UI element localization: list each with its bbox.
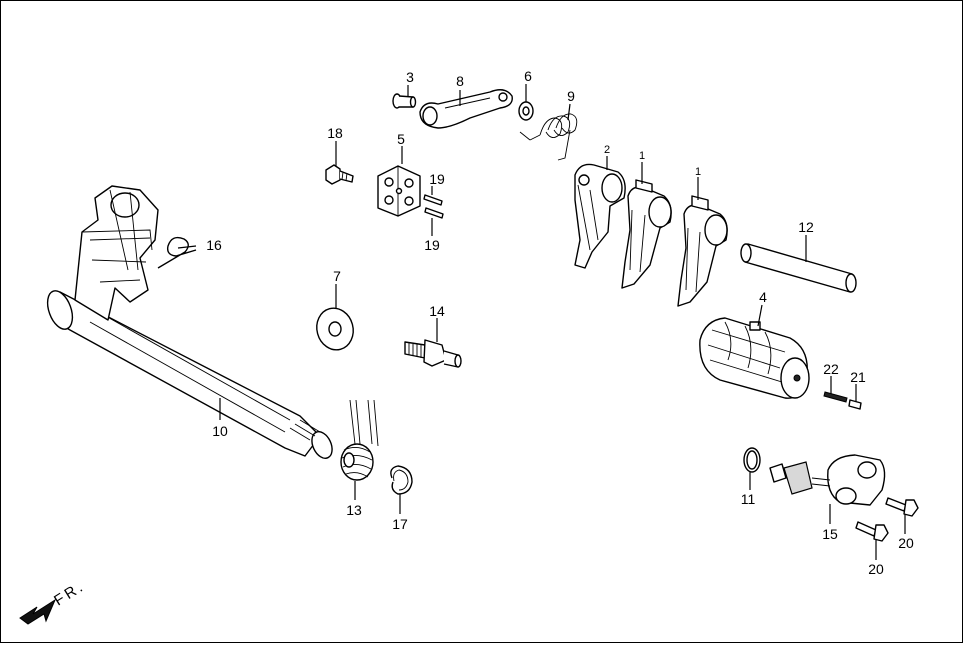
front-arrow-icon bbox=[19, 598, 57, 625]
stud-bolt-part bbox=[404, 339, 462, 368]
pins-part bbox=[423, 194, 444, 219]
callout-18: 18 bbox=[327, 125, 343, 141]
callout-20a: 20 bbox=[898, 535, 914, 551]
small-pin-part bbox=[848, 399, 862, 410]
circlip-part bbox=[390, 465, 413, 495]
front-direction-indicator: FR. bbox=[19, 577, 88, 625]
shift-fork-2-part bbox=[574, 163, 626, 269]
callout-7: 7 bbox=[333, 268, 341, 284]
callout-3: 3 bbox=[406, 69, 414, 85]
spring-clip-part bbox=[157, 236, 197, 269]
callout-8: 8 bbox=[456, 73, 464, 89]
callout-15: 15 bbox=[822, 526, 838, 542]
washer-small-part bbox=[518, 101, 534, 121]
return-spring-part bbox=[340, 399, 379, 481]
callout-22: 22 bbox=[823, 361, 839, 377]
shift-drum-part bbox=[699, 317, 810, 399]
callout-16: 16 bbox=[206, 237, 222, 253]
shift-fork-1a-part bbox=[621, 179, 672, 289]
callout-labels: 3 8 6 9 18 5 19 19 16 7 14 10 13 17 2 1 … bbox=[206, 68, 914, 577]
callout-20b: 20 bbox=[868, 561, 884, 577]
washer-large-part bbox=[316, 307, 354, 351]
callout-6: 6 bbox=[524, 68, 532, 84]
callout-19b: 19 bbox=[424, 237, 440, 253]
torsion-spring-part bbox=[519, 113, 578, 161]
callout-17: 17 bbox=[392, 516, 408, 532]
plate-part bbox=[377, 165, 421, 217]
switch-sensor-part bbox=[769, 454, 886, 506]
callout-12: 12 bbox=[798, 219, 814, 235]
callout-13: 13 bbox=[346, 502, 362, 518]
callout-4: 4 bbox=[759, 289, 767, 305]
shift-fork-1b-part bbox=[677, 195, 728, 307]
callout-1b: 1 bbox=[695, 166, 701, 178]
callout-10: 10 bbox=[212, 423, 228, 439]
callout-21: 21 bbox=[850, 369, 866, 385]
shift-shaft-part bbox=[46, 185, 333, 459]
leader-lines bbox=[177, 84, 906, 560]
callout-9: 9 bbox=[567, 88, 575, 104]
fork-shaft-part bbox=[740, 243, 857, 293]
dowel-pin-part bbox=[823, 391, 848, 403]
callout-14: 14 bbox=[429, 303, 445, 319]
callout-1a: 1 bbox=[639, 150, 645, 162]
o-ring-part bbox=[743, 447, 761, 473]
callout-19a: 19 bbox=[429, 171, 445, 187]
callout-11: 11 bbox=[741, 491, 756, 507]
front-direction-label: FR. bbox=[51, 577, 88, 609]
bolts-20-part bbox=[855, 497, 919, 542]
callout-2: 2 bbox=[604, 144, 610, 156]
lever-part bbox=[419, 89, 513, 129]
callout-5: 5 bbox=[397, 131, 405, 147]
bolt-part bbox=[325, 164, 354, 185]
pivot-pin-part bbox=[392, 93, 417, 109]
